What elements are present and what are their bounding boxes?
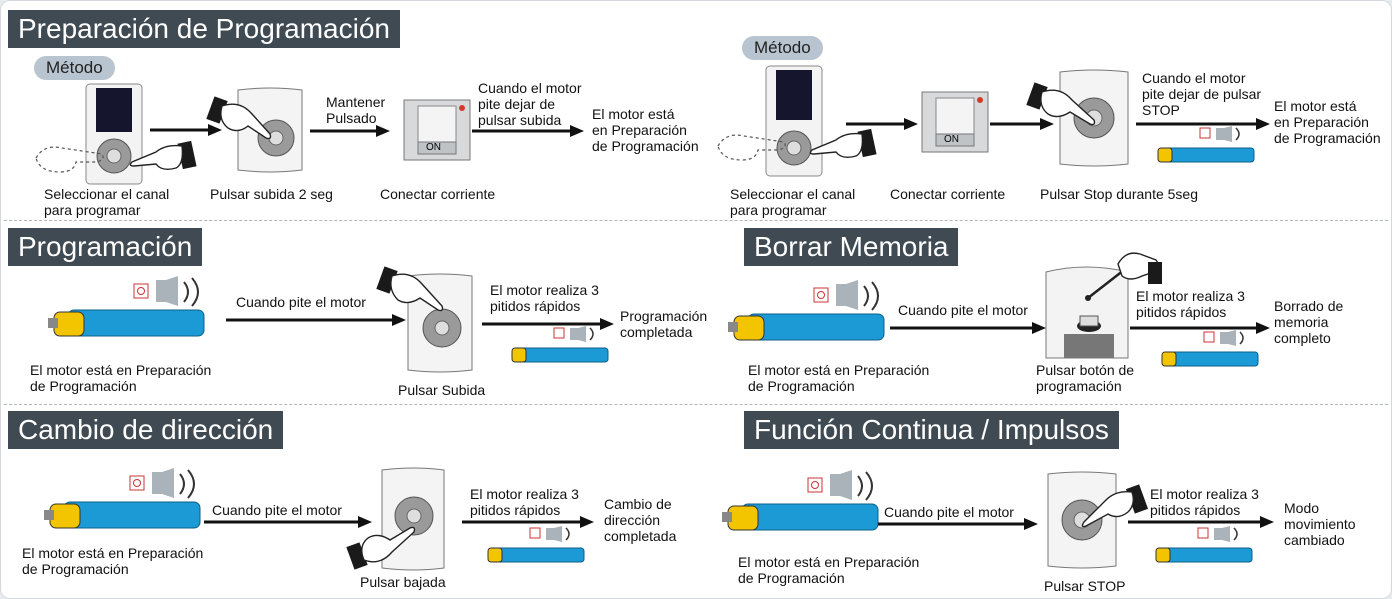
dotted-hand-icon <box>717 134 786 161</box>
tubular-motor-icon <box>728 280 885 341</box>
tubular-motor-icon <box>48 276 205 337</box>
caption-conectar-2: Conectar corriente <box>890 186 1006 202</box>
section-divider <box>4 220 1388 221</box>
arrow-icon <box>846 118 918 130</box>
action-caption-cont: Pulsar STOP <box>1044 578 1126 594</box>
action-caption-dir: Pulsar bajada <box>360 574 446 590</box>
result-text-prep-2: El motor está en Preparación de Programa… <box>1274 98 1381 146</box>
arrow-icon <box>1128 516 1274 528</box>
result-text-prog: Programación completada <box>620 308 708 340</box>
arrow-label-cont-2: El motor realiza 3 pitidos rápidos <box>1150 486 1259 518</box>
dotted-hand-icon <box>35 146 104 173</box>
action-caption-prog: Pulsar Subida <box>398 382 486 398</box>
step-text-cuando-motor: Cuando el motor pite dejar de pulsar sub… <box>478 80 582 128</box>
arrow-icon <box>204 516 372 528</box>
arrow-icon <box>890 322 1046 334</box>
arrow-label-prog-1: Cuando pite el motor <box>236 294 366 310</box>
motor-caption-erase: El motor está en Preparación de Programa… <box>748 362 930 394</box>
result-text-cont: Modo movimiento cambiado <box>1284 500 1356 548</box>
section-title-cont: Función Continua / Impulsos <box>744 411 1119 449</box>
pointing-hand-icon <box>1026 82 1096 126</box>
method-badge-1: Método <box>34 56 115 80</box>
tubular-motor-icon <box>511 326 609 363</box>
pointing-hand-icon <box>129 140 197 171</box>
switch-on-label: ON <box>426 142 441 153</box>
caption-select-channel-1: Seleccionar el canal para programar <box>44 186 170 218</box>
arrow-icon <box>226 314 406 326</box>
stylus-hand-icon <box>1085 252 1162 301</box>
step-text-stop: Cuando el motor pite dejar de pulsar STO… <box>1142 70 1262 118</box>
arrow-icon <box>150 124 222 136</box>
arrow-icon <box>990 118 1054 130</box>
arrow-label-dir-1: Cuando pite el motor <box>212 502 342 518</box>
step-text-mantener: Mantener Pulsado <box>326 94 386 126</box>
remote-control-icon <box>765 65 823 177</box>
tubular-motor-icon <box>1155 526 1253 563</box>
arrow-label-erase-1: Cuando pite el motor <box>898 302 1028 318</box>
pointing-hand-icon <box>809 128 877 159</box>
arrow-icon <box>310 125 390 137</box>
section-title-prog: Programación <box>8 228 203 266</box>
arrow-icon <box>878 518 1038 530</box>
motor-caption-cont: El motor está en Preparación de Programa… <box>738 554 920 586</box>
remote-with-hand-icon <box>237 87 303 173</box>
wall-switch-icon <box>403 99 471 161</box>
wall-switch-icon <box>921 91 989 153</box>
result-text-prep-1: El motor está en Preparación de Programa… <box>592 106 699 154</box>
arrow-label-erase-2: El motor realiza 3 pitidos rápidos <box>1136 288 1245 320</box>
arrow-icon <box>472 125 584 137</box>
method-badge-2: Método <box>742 36 823 60</box>
pointing-hand-icon <box>206 96 272 140</box>
remote-with-hand-icon <box>1047 471 1117 569</box>
tubular-motor-icon <box>722 470 879 531</box>
tubular-motor-icon <box>487 526 585 563</box>
result-text-erase: Borrado de memoria completo <box>1274 298 1344 346</box>
remote-with-hand-icon <box>1059 69 1129 167</box>
pointing-hand-icon <box>346 526 416 570</box>
caption-conectar-1: Conectar corriente <box>380 186 496 202</box>
tubular-motor-icon <box>1161 330 1259 367</box>
section-title-erase: Borrar Memoria <box>744 228 959 266</box>
arrow-label-prog-2: El motor realiza 3 pitidos rápidos <box>490 282 599 314</box>
arrow-icon <box>462 516 594 528</box>
remote-control-icon <box>85 83 143 185</box>
tubular-motor-icon <box>1157 126 1255 163</box>
section-title-prep: Preparación de Programación <box>8 10 400 48</box>
arrow-icon <box>1136 118 1270 130</box>
action-caption-erase: Pulsar botón de programación <box>1036 362 1135 394</box>
caption-pulsar-stop-5seg: Pulsar Stop durante 5seg <box>1040 186 1198 202</box>
arrow-label-cont-1: Cuando pite el motor <box>884 504 1014 520</box>
pointing-hand-icon <box>376 266 444 312</box>
pointing-hand-icon <box>1081 484 1149 528</box>
tubular-motor-icon <box>44 468 201 529</box>
motor-head-with-button-icon <box>1045 266 1129 359</box>
section-divider <box>4 404 1388 405</box>
caption-select-channel-2: Seleccionar el canal para programar <box>730 186 856 218</box>
arrow-label-dir-2: El motor realiza 3 pitidos rápidos <box>470 486 579 518</box>
result-text-dir: Cambio de dirección completada <box>604 496 677 544</box>
caption-pulsar-subida: Pulsar subida 2 seg <box>210 186 333 202</box>
arrow-icon <box>482 318 614 330</box>
section-title-dir: Cambio de dirección <box>8 411 284 449</box>
switch-on-label: ON <box>944 134 959 145</box>
arrow-icon <box>1130 322 1270 334</box>
motor-caption-prog: El motor está en Preparación de Programa… <box>30 362 212 394</box>
motor-caption-dir: El motor está en Preparación de Programa… <box>22 545 204 577</box>
